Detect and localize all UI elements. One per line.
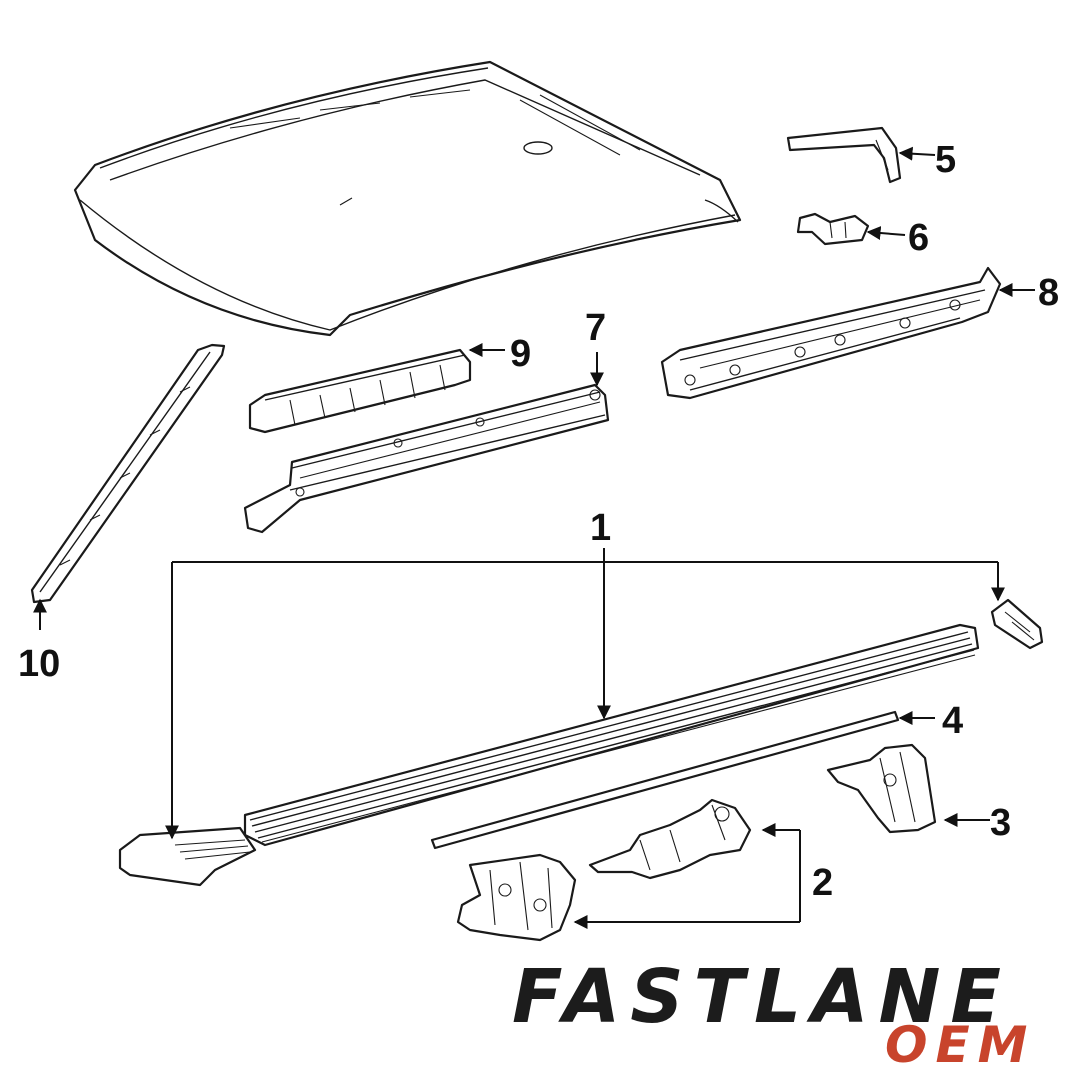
- callout-8: 8: [1038, 272, 1059, 314]
- callout-4: 4: [942, 700, 963, 742]
- part-9: [248, 348, 472, 434]
- callout-6: 6: [908, 217, 929, 259]
- part-1-running-board: [118, 598, 1044, 887]
- part-10: [30, 343, 226, 604]
- part-4-rod: [430, 710, 900, 850]
- leader-lines: [33, 146, 1035, 929]
- callout-5: 5: [935, 139, 956, 181]
- callout-1: 1: [590, 507, 611, 549]
- part-3-bracket: [826, 743, 937, 834]
- part-6: [796, 212, 870, 246]
- callout-9: 9: [510, 333, 531, 375]
- callout-2: 2: [812, 862, 833, 904]
- part-2-bracket: [456, 853, 577, 942]
- callout-3: 3: [990, 802, 1011, 844]
- brand-logo: FASTLANE OEM: [512, 954, 1035, 1074]
- part-2-motor: [588, 798, 752, 880]
- part-7: [243, 383, 610, 534]
- part-8: [660, 266, 1002, 400]
- part-5: [786, 126, 902, 184]
- callout-10: 10: [18, 643, 60, 685]
- brand-name: FASTLANE: [512, 954, 1011, 1040]
- callout-7: 7: [585, 307, 606, 349]
- roof-panel: [73, 60, 742, 337]
- brand-sub: OEM: [885, 1016, 1035, 1074]
